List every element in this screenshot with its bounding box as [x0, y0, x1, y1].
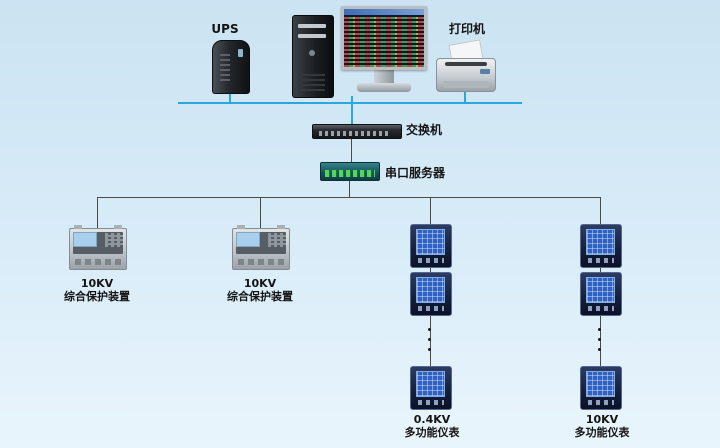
protection-device-2-voltage: 10KV: [243, 277, 277, 290]
protection-device-1-name: 综合保护装置: [64, 290, 130, 303]
protection-device-terminals: [238, 259, 284, 265]
protection-device-lcd: [236, 232, 260, 247]
field-bus-line: [97, 197, 600, 198]
protection-device-icon: [69, 225, 127, 270]
meter-screen: [586, 229, 615, 255]
protection-device-lcd: [73, 232, 97, 247]
pc-drive-slot: [298, 34, 326, 38]
protection-device-buttons: [105, 233, 123, 247]
switch-ports: [319, 131, 389, 136]
printer-feed-slot: [445, 62, 487, 66]
monitor-stand: [374, 70, 394, 83]
serial-server-icon: [320, 162, 380, 181]
monitor-base: [357, 83, 411, 92]
printer-control-panel: [480, 69, 490, 74]
ellipsis-dots: [598, 328, 601, 351]
ellipsis-dots: [428, 328, 431, 351]
ups-vent: [220, 51, 230, 81]
workstation-link-line: [351, 96, 353, 102]
serial-to-bus-line: [349, 179, 350, 197]
protection-device-1-label: 10KV 综合保护装置: [47, 277, 147, 303]
multifunction-meter-icon: [580, 366, 622, 410]
printer-output-tray: [443, 81, 489, 88]
meter-screen: [416, 371, 445, 397]
meters-10kv-name: 多功能仪表: [574, 426, 630, 439]
meter-buttons: [418, 258, 444, 263]
protection-2-drop-line: [260, 197, 261, 228]
meters-04kv-label: 0.4KV 多功能仪表: [392, 413, 472, 439]
serial-server-label: 串口服务器: [385, 166, 446, 180]
protection-device-2-name: 综合保护装置: [227, 290, 293, 303]
ethernet-backbone-line: [178, 102, 522, 104]
ups-link-line: [229, 92, 231, 102]
multifunction-meter-icon: [410, 224, 452, 268]
protection-device-terminals: [75, 259, 121, 265]
printer-label: 打印机: [448, 22, 485, 36]
meter-buttons: [418, 400, 444, 405]
meter-screen: [416, 277, 445, 303]
meter-buttons: [588, 400, 614, 405]
switch-to-serial-line: [351, 137, 352, 162]
protection-device-2-label: 10KV 综合保护装置: [210, 277, 310, 303]
printer-icon: [436, 58, 496, 92]
multifunction-meter-icon: [580, 272, 622, 316]
monitor-icon: [341, 6, 427, 70]
switch-icon: [312, 124, 402, 139]
multifunction-meter-icon: [410, 272, 452, 316]
pc-vent: [301, 73, 325, 91]
meter-screen: [416, 229, 445, 255]
meter-screen: [586, 371, 615, 397]
meters-04kv-voltage: 0.4KV: [413, 413, 451, 426]
protection-1-drop-line: [97, 197, 98, 228]
monitor-titlebar: [344, 9, 424, 15]
switch-uplink-line: [351, 104, 353, 124]
switch-label: 交换机: [406, 123, 443, 137]
pc-tower-icon: [292, 15, 334, 98]
meter-screen: [586, 277, 615, 303]
meters-10kv-voltage: 10KV: [585, 413, 619, 426]
monitor-scada-screen: [344, 15, 424, 67]
meter-buttons: [588, 258, 614, 263]
serial-server-ports: [325, 170, 375, 177]
meters-10kv-label: 10KV 多功能仪表: [562, 413, 642, 439]
multifunction-meter-icon: [580, 224, 622, 268]
protection-device-icon: [232, 225, 290, 270]
printer-link-line: [464, 90, 466, 102]
ups-label: UPS: [211, 22, 239, 36]
ups-led: [238, 49, 243, 57]
pc-drive-slot: [298, 24, 326, 28]
protection-device-buttons: [268, 233, 286, 247]
meter-buttons: [588, 306, 614, 311]
meters-04kv-name: 多功能仪表: [404, 426, 460, 439]
ups-icon: [212, 40, 250, 94]
multifunction-meter-icon: [410, 366, 452, 410]
meter-buttons: [418, 306, 444, 311]
pc-power-button: [309, 50, 315, 56]
protection-device-1-voltage: 10KV: [80, 277, 114, 290]
